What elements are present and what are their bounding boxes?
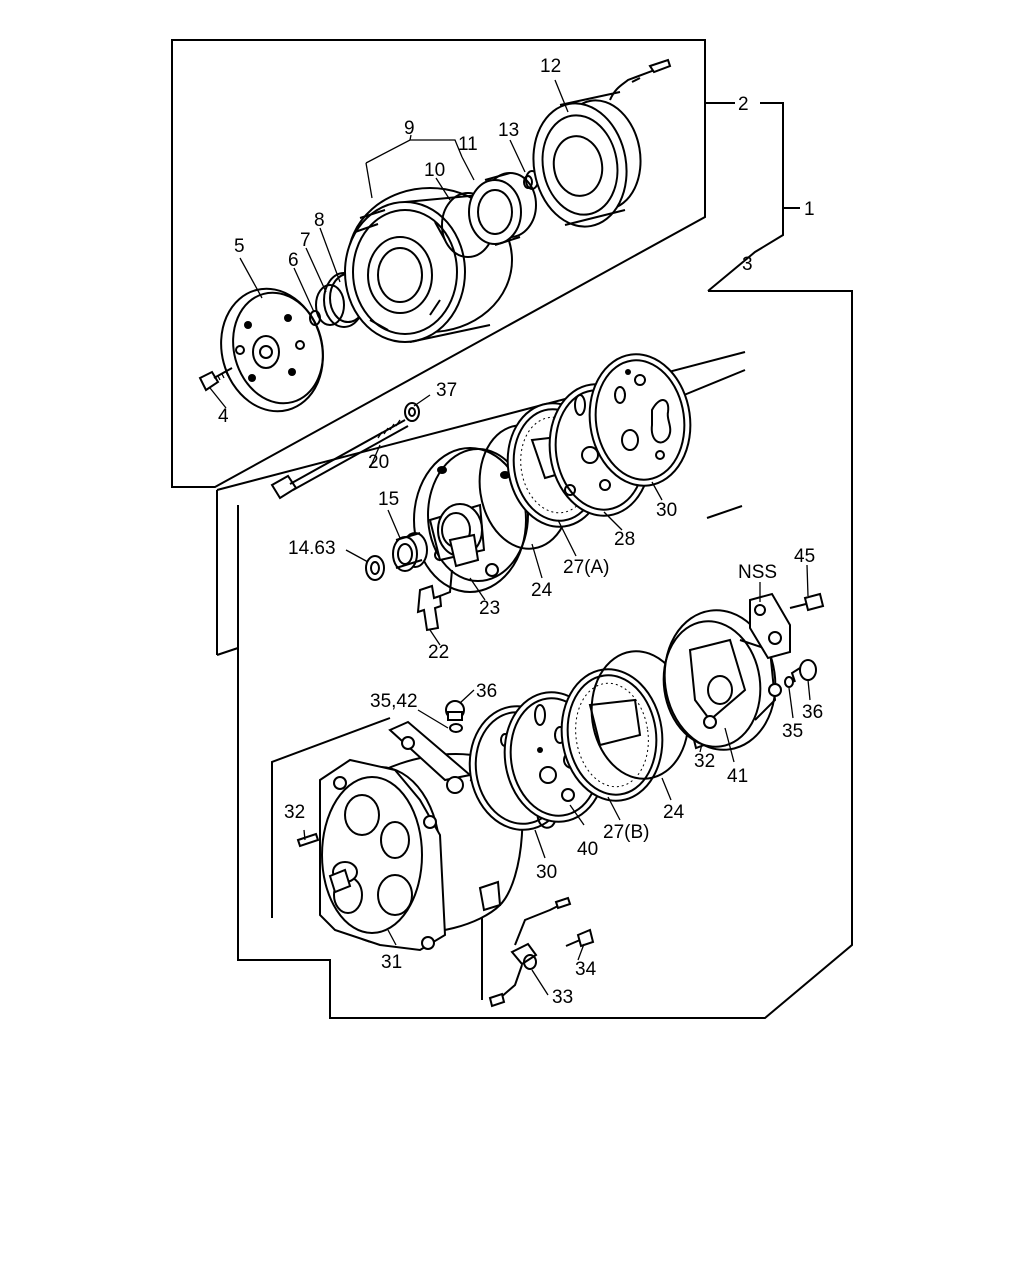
label-part-35: 35 bbox=[782, 721, 803, 742]
label-part-6: 6 bbox=[288, 250, 299, 271]
rear-head bbox=[662, 609, 782, 751]
leader-lines bbox=[209, 79, 811, 996]
label-part-12: 12 bbox=[540, 56, 561, 77]
label-part-28: 28 bbox=[614, 529, 635, 550]
front-head bbox=[413, 447, 529, 593]
label-part-7: 7 bbox=[300, 230, 311, 251]
label-part-45: 45 bbox=[794, 546, 815, 567]
clutch-bolt bbox=[198, 367, 233, 392]
screw-34 bbox=[565, 928, 595, 948]
assembly-bracket bbox=[705, 102, 800, 292]
label-part-14-63: 14.63 bbox=[288, 538, 336, 559]
gasket-rear bbox=[560, 668, 664, 802]
clutch-group-box bbox=[171, 39, 706, 488]
label-part-30-front: 30 bbox=[656, 500, 677, 521]
label-part-37: 37 bbox=[436, 380, 457, 401]
label-part-24-rear: 24 bbox=[663, 802, 685, 823]
label-part-36-top: 36 bbox=[476, 681, 497, 702]
label-part-15: 15 bbox=[378, 489, 399, 510]
label-part-1: 1 bbox=[804, 199, 815, 220]
label-part-27a: 27(A) bbox=[563, 557, 609, 578]
oil-plug-top bbox=[445, 700, 465, 733]
label-part-13: 13 bbox=[498, 120, 519, 141]
label-part-22: 22 bbox=[428, 642, 449, 663]
through-bolt bbox=[270, 419, 409, 500]
plug-right bbox=[784, 659, 817, 688]
label-part-34: 34 bbox=[575, 959, 597, 980]
label-part-32-left: 32 bbox=[284, 802, 305, 823]
label-part-30-rear: 30 bbox=[536, 862, 557, 883]
label-part-41: 41 bbox=[727, 766, 748, 787]
label-part-32-right: 32 bbox=[694, 751, 715, 772]
pressure-plate bbox=[220, 287, 324, 413]
label-part-2: 2 bbox=[738, 94, 749, 115]
compressor-group-box bbox=[237, 290, 853, 1019]
shaft-seal bbox=[392, 532, 428, 572]
shaft-key bbox=[416, 569, 453, 632]
label-part-8: 8 bbox=[314, 210, 325, 231]
label-part-4: 4 bbox=[218, 406, 229, 427]
label-part-9: 9 bbox=[404, 118, 415, 139]
nss-bracket bbox=[749, 592, 791, 660]
label-part-3: 3 bbox=[742, 254, 753, 275]
reed-valve-front bbox=[588, 353, 692, 487]
dowel-pin-left bbox=[296, 832, 320, 848]
label-part-31: 31 bbox=[381, 952, 402, 973]
thermal-switch bbox=[488, 896, 572, 1008]
washer-37 bbox=[404, 402, 420, 422]
label-part-11: 11 bbox=[458, 134, 478, 155]
cylinder-block bbox=[319, 720, 524, 952]
label-part-35-42: 35,42 bbox=[370, 691, 418, 712]
label-part-23: 23 bbox=[479, 598, 500, 619]
label-part-27b: 27(B) bbox=[603, 822, 649, 843]
label-part-nss: NSS bbox=[738, 562, 777, 583]
bolt-45 bbox=[789, 592, 825, 612]
label-part-5: 5 bbox=[234, 236, 245, 257]
label-part-20: 20 bbox=[368, 452, 389, 473]
seal-ring bbox=[365, 555, 385, 581]
pulley-bearing bbox=[441, 172, 537, 258]
label-part-24-front: 24 bbox=[531, 580, 553, 601]
label-part-10: 10 bbox=[424, 160, 445, 181]
label-part-36-right: 36 bbox=[802, 702, 823, 723]
part-labels: 1 2 3 4 5 6 7 8 9 10 11 12 13 37 20 15 1… bbox=[218, 56, 823, 1008]
label-part-33: 33 bbox=[552, 987, 573, 1008]
label-part-40: 40 bbox=[577, 839, 598, 860]
field-coil bbox=[532, 58, 672, 228]
